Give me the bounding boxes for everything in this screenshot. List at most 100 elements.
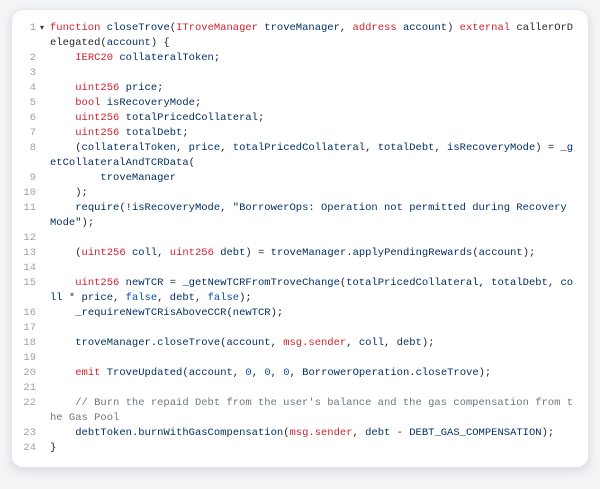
code-token-id: price: [188, 142, 221, 154]
code-token-pl: ,: [270, 367, 284, 379]
code-token-pl: ;: [257, 112, 265, 124]
code-token-num: false: [207, 292, 240, 304]
gutter: 10: [18, 186, 48, 201]
code-token-id: totalPricedCollateral: [232, 142, 366, 154]
code-token-pl: }: [50, 442, 57, 454]
code-token-pl: ,: [384, 337, 397, 349]
code-line: 17: [18, 321, 578, 336]
code-token-pl: );: [522, 247, 536, 259]
code-token-kw: uint256: [75, 127, 120, 139]
code-token-id: debtToken: [75, 427, 132, 439]
code-line: 13 (uint256 coll, uint256 debt) = troveM…: [18, 246, 578, 261]
code-token-pl: ,: [113, 292, 126, 304]
code-token-id: debt: [169, 292, 195, 304]
line-number: 23: [23, 427, 36, 439]
code-token-pl: (: [50, 142, 82, 154]
line-number: 24: [23, 442, 36, 454]
code-token-pl: [50, 127, 75, 139]
gutter: 22: [18, 396, 48, 411]
code-line: 8 (collateralToken, price, totalPricedCo…: [18, 141, 578, 171]
code-token-id: isRecoveryMode: [131, 202, 221, 214]
line-number: 6: [29, 112, 36, 124]
code-token-kw: function: [50, 22, 101, 34]
code-token-id: account: [188, 367, 233, 379]
code-token-id: price: [81, 292, 114, 304]
code-token-pl: ,: [547, 277, 561, 289]
code-token-id: closeTrove: [106, 22, 170, 34]
line-number: 14: [23, 262, 36, 274]
code-token-id: debt: [365, 427, 391, 439]
code-token-pl: [50, 397, 75, 409]
code-token-pl: ,: [251, 367, 265, 379]
code-token-id: troveManager: [75, 337, 151, 349]
code-line: 19: [18, 351, 578, 366]
code-token-pl: (: [188, 157, 195, 169]
code-text: (uint256 coll, uint256 debt) = troveMana…: [48, 246, 578, 261]
line-number: 8: [29, 142, 36, 154]
code-token-pl: [50, 172, 100, 184]
code-token-id: newTCR: [125, 277, 164, 289]
code-token-num: false: [125, 292, 158, 304]
code-token-id: debt: [396, 337, 422, 349]
code-token-id: coll: [131, 247, 158, 259]
gutter: 7: [18, 126, 48, 141]
code-token-id: closeTrove: [157, 337, 221, 349]
code-line: 14: [18, 261, 578, 276]
code-token-id: troveManager: [264, 22, 340, 34]
code-text: [48, 231, 578, 246]
code-token-id: collateralToken: [81, 142, 177, 154]
code-token-pl: ,: [270, 337, 284, 349]
code-token-pl: ,: [220, 202, 233, 214]
code-token-pl: ;: [182, 127, 189, 139]
code-token-pl: [50, 367, 75, 379]
code-token-pl: ;: [157, 82, 164, 94]
code-token-pl: ,: [289, 367, 303, 379]
code-token-pl: ,: [157, 292, 170, 304]
code-token-pl: ,: [176, 142, 189, 154]
code-token-pl: [50, 112, 75, 124]
code-token-com: // Burn the repaid Debt from the user's …: [50, 397, 573, 424]
code-token-pl: ,: [365, 142, 378, 154]
code-token-id: coll: [50, 277, 574, 304]
code-token-pl: ;: [213, 52, 221, 64]
code-line: 6 uint256 totalPricedCollateral;: [18, 111, 578, 126]
line-number: 19: [23, 352, 36, 364]
fold-toggle-icon[interactable]: ▾: [39, 24, 44, 33]
code-token-id: applyPendingRewards: [352, 247, 473, 259]
code-token-kw: uint256: [81, 247, 126, 259]
code-token-id: totalDebt: [377, 142, 435, 154]
code-text: uint256 newTCR = _getNewTCRFromTroveChan…: [48, 276, 578, 306]
code-token-id: troveManager: [100, 172, 177, 184]
code-token-kw: ITroveManager: [176, 22, 258, 34]
code-token-pl: ;: [194, 97, 202, 109]
line-number: 13: [23, 247, 36, 259]
code-token-pl: [50, 202, 75, 214]
code-token-pl: ) =: [245, 247, 271, 259]
code-token-id: closeTrove: [415, 367, 479, 379]
code-text: // Burn the repaid Debt from the user's …: [48, 396, 578, 426]
code-line: 7 uint256 totalDebt;: [18, 126, 578, 141]
code-token-num: 0: [245, 367, 252, 379]
code-text: _requireNewTCRisAboveCCR(newTCR);: [48, 306, 578, 321]
gutter: 6: [18, 111, 48, 126]
code-token-pl: =: [163, 277, 183, 289]
gutter: 11: [18, 201, 48, 216]
code-text: );: [48, 186, 578, 201]
code-line: 11 require(!isRecoveryMode, "BorrowerOps…: [18, 201, 578, 231]
code-token-pl: (: [50, 247, 82, 259]
code-text: troveManager.closeTrove(account, msg.sen…: [48, 336, 578, 351]
code-line: 5 bool isRecoveryMode;: [18, 96, 578, 111]
gutter: 9: [18, 171, 48, 186]
code-token-pl: [50, 427, 75, 439]
code-token-pl: [50, 82, 75, 94]
code-token-pl: -: [390, 427, 410, 439]
gutter: 24: [18, 441, 48, 456]
code-text: uint256 totalDebt;: [48, 126, 578, 141]
code-token-pl: (: [472, 247, 479, 259]
code-token-pl: (: [182, 367, 189, 379]
gutter: 4: [18, 81, 48, 96]
code-line: 23 debtToken.burnWithGasCompensation(msg…: [18, 426, 578, 441]
code-token-id: BorrowerOperation: [302, 367, 410, 379]
code-token-pl: );: [50, 187, 88, 199]
code-token-id: TroveUpdated: [106, 367, 183, 379]
